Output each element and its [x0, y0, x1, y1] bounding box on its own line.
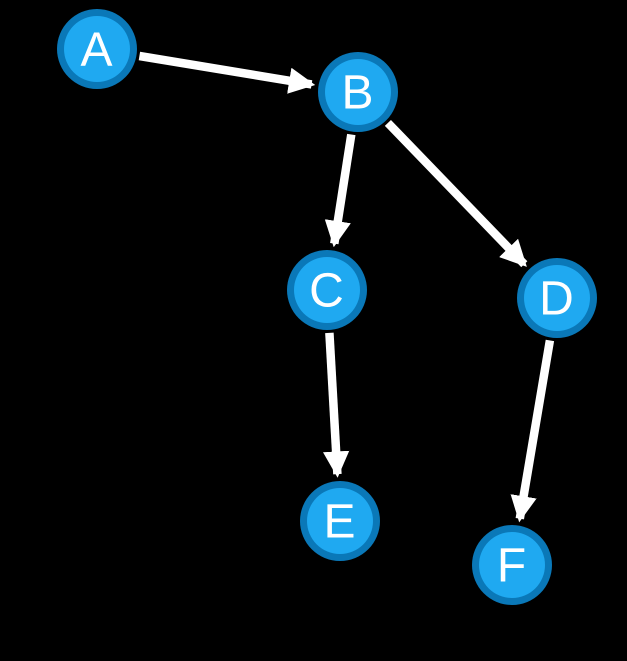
node-label: C	[309, 265, 345, 318]
node-label: E	[323, 496, 356, 549]
node-circle	[479, 532, 545, 598]
node-C[interactable]: C	[287, 250, 367, 330]
node-F[interactable]: F	[472, 525, 552, 605]
edges-layer	[138, 51, 555, 523]
node-label: B	[341, 67, 374, 120]
node-circle	[307, 488, 373, 554]
node-D[interactable]: D	[517, 258, 597, 338]
node-circle	[524, 265, 590, 331]
node-B[interactable]: B	[318, 52, 398, 132]
edge-B-D	[384, 119, 528, 268]
node-label: D	[539, 273, 575, 326]
edge-D-F	[510, 339, 555, 523]
node-circle	[64, 16, 130, 82]
node-circle	[325, 59, 391, 125]
node-circle	[294, 257, 360, 323]
edge-C-E	[322, 332, 350, 478]
node-E[interactable]: E	[300, 481, 380, 561]
edge-B-C	[324, 133, 356, 248]
node-label: F	[497, 540, 527, 593]
node-label: A	[80, 24, 113, 77]
nodes-layer: A B C D E F	[57, 9, 597, 605]
node-A[interactable]: A	[57, 9, 137, 89]
edge-A-B	[138, 51, 316, 94]
